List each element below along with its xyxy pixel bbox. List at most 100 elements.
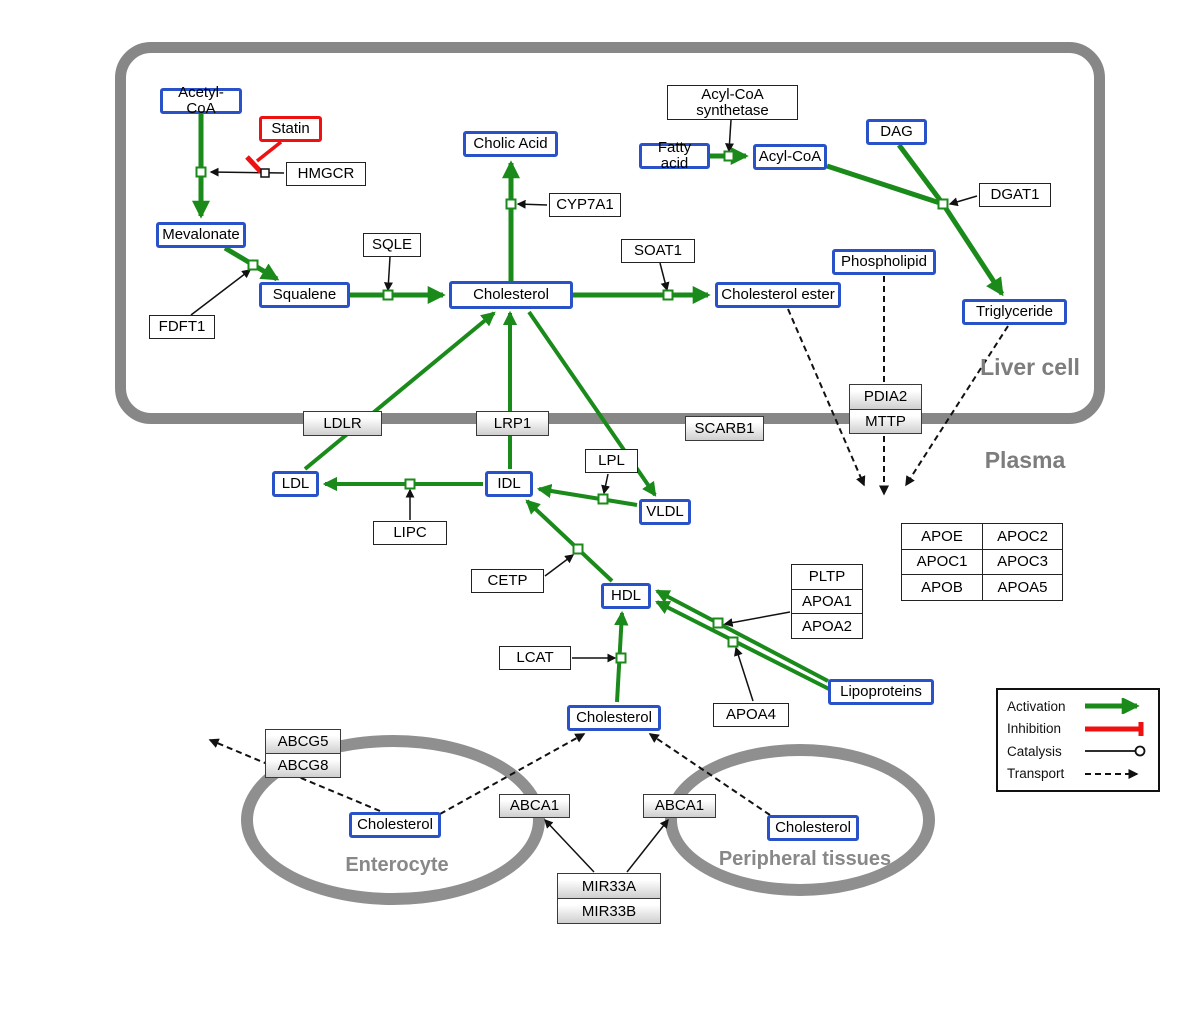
node-phospholipid[interactable]: Phospholipid	[832, 249, 936, 275]
node-label: VLDL	[646, 503, 684, 521]
node-label: HMGCR	[297, 165, 355, 183]
node-label: Cholesterol	[473, 286, 549, 304]
node-label: LCAT	[516, 649, 554, 667]
node-mttp[interactable]: MTTP	[849, 409, 922, 434]
node-cyp7a1[interactable]: CYP7A1	[549, 193, 621, 217]
node-label: LDLR	[323, 414, 362, 432]
node-label: HDL	[610, 587, 641, 605]
node-fatty-acid[interactable]: Fatty acid	[639, 140, 710, 171]
node-abcg8[interactable]: ABCG8	[265, 754, 341, 778]
node-label: Acyl-CoA synthetase	[696, 85, 769, 119]
node-soat1[interactable]: SOAT1	[621, 239, 695, 263]
node-label: Cholic Acid	[473, 135, 548, 153]
legend-transport-label: Transport	[1007, 766, 1065, 782]
node-sqle[interactable]: SQLE	[363, 233, 421, 257]
node-label: SOAT1	[633, 242, 683, 260]
node-label: ABCA1	[654, 797, 705, 815]
node-apoa1[interactable]: APOA1	[791, 589, 863, 615]
node-lipoproteins[interactable]: Lipoproteins	[828, 679, 934, 705]
node-label: Cholesterol	[775, 819, 851, 837]
node-apoc3[interactable]: APOC3	[982, 548, 1062, 575]
node-label: LDL	[281, 475, 310, 493]
node-pdia2[interactable]: PDIA2	[849, 384, 922, 410]
node-mir33a[interactable]: MIR33A	[557, 873, 661, 899]
stack-mir33: MIR33A MIR33B	[557, 873, 661, 924]
node-apoe[interactable]: APOE	[921, 527, 963, 545]
node-label: LRP1	[493, 414, 532, 432]
node-apob[interactable]: APOB	[902, 574, 982, 600]
node-squalene[interactable]: Squalene	[259, 282, 350, 308]
legend-inhibition-row: Inhibition	[1007, 721, 1149, 737]
node-dag[interactable]: DAG	[866, 119, 927, 145]
node-ldl[interactable]: LDL	[272, 471, 319, 497]
node-pltp[interactable]: PLTP	[791, 564, 863, 590]
node-label: ABCA1	[509, 797, 560, 815]
node-hdl[interactable]: HDL	[601, 583, 651, 609]
node-label: CYP7A1	[556, 196, 614, 214]
liver-cell-label: Liver cell	[980, 354, 1080, 380]
legend: Activation Inhibition Catalysis Transpor…	[996, 688, 1160, 792]
node-apoa2[interactable]: APOA2	[791, 614, 863, 640]
node-lrp1[interactable]: LRP1	[476, 411, 549, 436]
node-apoa4[interactable]: APOA4	[713, 703, 789, 727]
node-label: Phospholipid	[841, 253, 927, 271]
node-label: Cholesterol ester	[721, 286, 835, 304]
node-scarb1[interactable]: SCARB1	[685, 416, 764, 441]
node-statin[interactable]: Statin	[259, 116, 322, 142]
node-label: Squalene	[272, 286, 337, 304]
node-label: Cholesterol	[576, 709, 652, 727]
node-label: Statin	[271, 120, 310, 138]
node-label: LPL	[598, 452, 625, 470]
node-dgat1[interactable]: DGAT1	[979, 183, 1051, 207]
apolipoprotein-table: APOE APOC2 APOC1 APOC3 APOB APOA5	[901, 523, 1063, 601]
node-abcg5[interactable]: ABCG5	[265, 729, 341, 754]
node-cetp[interactable]: CETP	[471, 569, 544, 593]
node-apoc2[interactable]: APOC2	[982, 524, 1062, 549]
catalysis-circle-icon	[1085, 745, 1146, 757]
node-label: Acyl-CoA	[758, 148, 822, 166]
node-cholic-acid[interactable]: Cholic Acid	[463, 131, 558, 157]
peripheral-tissues-label: Peripheral tissues	[718, 848, 892, 870]
node-label: LIPC	[393, 524, 427, 542]
node-label: DAG	[880, 123, 913, 141]
legend-catalysis-label: Catalysis	[1007, 743, 1062, 759]
node-apoa5[interactable]: APOA5	[982, 574, 1062, 600]
node-abca1-right[interactable]: ABCA1	[643, 794, 716, 818]
node-label: SQLE	[371, 236, 413, 254]
node-label: APOA4	[725, 706, 777, 724]
node-cholesterol-liver[interactable]: Cholesterol	[449, 281, 573, 309]
node-vldl[interactable]: VLDL	[639, 499, 691, 525]
legend-catalysis-row: Catalysis	[1007, 743, 1149, 759]
activation-arrow-icon	[1085, 698, 1140, 715]
node-idl[interactable]: IDL	[485, 471, 533, 497]
stack-pltp-apoa1-apoa2: PLTP APOA1 APOA2	[791, 564, 863, 640]
transport-dashed-arrow-icon	[1085, 768, 1139, 779]
node-cholesterol-ester[interactable]: Cholesterol ester	[715, 282, 841, 308]
node-abca1-left[interactable]: ABCA1	[499, 794, 570, 818]
node-lpl[interactable]: LPL	[585, 449, 638, 473]
node-acyl-coa[interactable]: Acyl-CoA	[753, 144, 827, 170]
node-fdft1[interactable]: FDFT1	[149, 315, 215, 339]
node-lcat[interactable]: LCAT	[499, 646, 571, 670]
node-apoc1[interactable]: APOC1	[902, 548, 982, 575]
node-triglyceride[interactable]: Triglyceride	[962, 299, 1067, 325]
node-ldlr[interactable]: LDLR	[303, 411, 382, 436]
node-acyl-coa-synthetase[interactable]: Acyl-CoA synthetase	[667, 85, 798, 120]
node-label: SCARB1	[694, 419, 755, 437]
node-mevalonate[interactable]: Mevalonate	[156, 222, 246, 248]
legend-transport-row: Transport	[1007, 766, 1149, 782]
node-label: FDFT1	[158, 318, 206, 336]
legend-activation-row: Activation	[1007, 698, 1149, 715]
stack-abcg5-abcg8: ABCG5 ABCG8	[265, 729, 341, 778]
node-mir33b[interactable]: MIR33B	[557, 899, 661, 924]
node-acetyl-coa[interactable]: Acetyl-CoA	[160, 85, 242, 116]
node-label: Cholesterol	[357, 816, 433, 834]
node-hmgcr[interactable]: HMGCR	[286, 162, 366, 186]
node-lipc[interactable]: LIPC	[373, 521, 447, 545]
node-cholesterol-peripheral[interactable]: Cholesterol	[767, 815, 859, 841]
node-label: DGAT1	[990, 186, 1040, 204]
node-cholesterol-plasma[interactable]: Cholesterol	[567, 705, 661, 731]
node-label: Mevalonate	[162, 226, 240, 244]
node-cholesterol-enterocyte[interactable]: Cholesterol	[349, 812, 441, 838]
